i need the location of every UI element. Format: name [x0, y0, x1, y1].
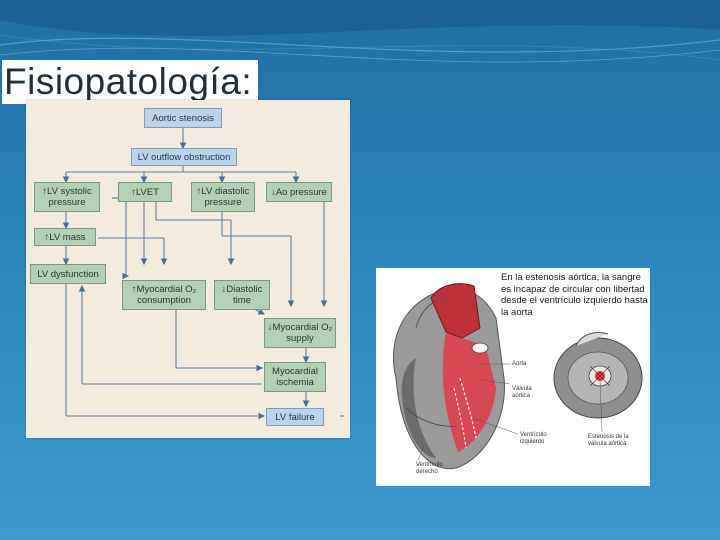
heart-illustration-panel: En la estenosis aórtica, la sangre es in… — [376, 268, 650, 486]
flow-box-lv-systolic: ↑LV systolic pressure — [34, 182, 100, 212]
flow-box-lv-outflow: LV outflow obstruction — [131, 148, 237, 166]
flow-box-lv-failure: LV failure — [266, 408, 324, 426]
flow-box-myocardial-o2: ↑Myocardial O₂ consumption — [122, 280, 206, 310]
flowchart-panel: Aortic stenosis LV outflow obstruction ↑… — [26, 100, 350, 438]
flow-box-lvet: ↑LVET — [118, 182, 172, 202]
figure-caption: En la estenosis aórtica, la sangre es in… — [501, 272, 649, 318]
label-left-ventricle: Ventrículo izquierdo — [520, 432, 556, 446]
flow-box-lv-mass: ↑LV mass — [34, 228, 96, 246]
flow-box-diastolic-time: ↓Diastolic time — [214, 280, 270, 310]
label-right-ventricle: Ventrículo derecho — [416, 462, 450, 476]
flow-box-ischemia: Myocardial ischemia — [264, 362, 326, 392]
label-aorta: Aorta — [512, 361, 526, 368]
label-stenosis: Estenosis de la válvula aórtica — [588, 434, 640, 448]
flow-box-aortic-stenosis: Aortic stenosis — [144, 108, 222, 128]
slide-title: Fisiopatología: — [2, 60, 258, 104]
flow-box-ao-pressure: ↓Ao pressure — [266, 182, 332, 202]
flow-box-lv-diastolic: ↑LV diastolic pressure — [191, 182, 255, 212]
flow-box-myocardial-supply: ↓Myocardial O₂ supply — [264, 318, 336, 348]
flow-box-lv-dysfunction: LV dysfunction — [30, 264, 106, 284]
label-valve: Válvula aórtica — [512, 386, 542, 400]
